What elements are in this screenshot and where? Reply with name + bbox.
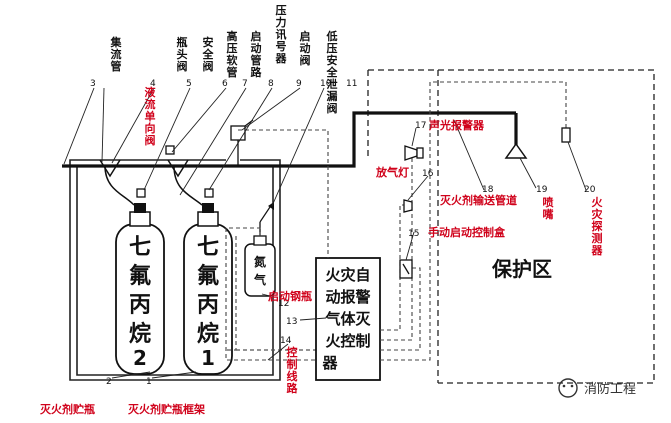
watermark-text: 消防工程	[584, 381, 636, 397]
label-protected-zone: 保护区	[491, 257, 552, 281]
label-bottle-valve: 瓶头阀	[177, 35, 188, 73]
label-alarm: 声光报警器	[428, 118, 485, 132]
num-11: 11	[346, 79, 357, 89]
num-3: 3	[90, 79, 96, 89]
bottle-1-number: 1	[201, 346, 215, 370]
label-hp-hose: 高压软管	[227, 29, 239, 79]
num-2: 2	[106, 377, 112, 387]
num-1: 1	[146, 377, 152, 387]
nozzle-icon	[504, 142, 528, 159]
part-numbers: 3 4 5 6 7 8 9 10 11 2 1 12 13 14 15 16 1…	[90, 79, 596, 387]
num-9: 9	[296, 79, 302, 89]
num-15: 15	[408, 229, 419, 239]
agent-bottle-2: 七 氟 丙 烷 2	[115, 203, 165, 375]
sound-light-alarm-icon	[404, 145, 424, 161]
nitrogen-text-1: 氮	[254, 254, 266, 269]
num-19: 19	[536, 185, 548, 195]
label-manual-box: 手动启动控制盒	[428, 225, 506, 239]
num-10: 10	[320, 79, 332, 89]
num-13: 13	[286, 317, 297, 327]
num-18: 18	[482, 185, 494, 195]
label-safety-valve: 安全阀	[202, 35, 215, 73]
label-delivery-pipe: 灭火剂输送管道	[439, 193, 517, 207]
controller-box: 火灾自 动报警 气体灭 火控制 器	[315, 257, 381, 381]
controller-text-5: 器	[321, 354, 338, 372]
nitrogen-text-2: 气	[253, 272, 266, 287]
num-4: 4	[150, 79, 156, 89]
label-start-pipe: 启动管路	[251, 29, 263, 79]
leader-lines	[63, 87, 587, 379]
vertical-labels: 集流管液流单向阀瓶头阀安全阀高压软管启动管路压力讯号器启动阀低压安全泄漏阀喷嘴火…	[110, 3, 604, 395]
bottle-1-text-1: 七	[197, 235, 219, 260]
controller-text-2: 动报警	[325, 288, 370, 306]
release-lamp-icon	[403, 199, 413, 213]
bottle-1-text-4: 烷	[197, 321, 219, 347]
bottle-2-text-1: 七	[129, 235, 151, 260]
num-17: 17	[415, 121, 426, 131]
num-14: 14	[280, 336, 292, 346]
label-release-lamp: 放气灯	[375, 165, 409, 179]
start-cylinder: 氮 气	[244, 202, 276, 297]
start-pipe	[224, 236, 322, 351]
bottle-2-text-4: 烷	[129, 321, 151, 347]
agent-bottle-1: 七 氟 丙 烷 1	[183, 203, 233, 375]
label-start-valve: 启动阀	[300, 29, 311, 67]
wechat-icon	[558, 378, 578, 398]
num-7: 7	[242, 79, 248, 89]
num-16: 16	[422, 169, 434, 179]
bottle-2-number: 2	[133, 346, 147, 370]
pressure-switch	[230, 119, 254, 166]
fire-detector-icon	[561, 127, 571, 143]
num-12: 12	[278, 299, 289, 309]
bottle-2-text-2: 氟	[129, 263, 151, 289]
controller-text-4: 火控制	[325, 332, 370, 350]
label-lp-relief: 低压安全泄漏阀	[326, 29, 339, 115]
bottle-1-text-2: 氟	[197, 263, 219, 289]
manual-start-box-icon	[399, 259, 413, 279]
controller-text-1: 火灾自	[325, 266, 370, 284]
watermark: 消防工程	[558, 378, 636, 398]
label-manifold: 集流管	[110, 35, 123, 73]
label-ctrl-line: 控制线路	[287, 345, 299, 395]
protected-zone-boundary	[367, 69, 655, 384]
bottle-2-text-3: 丙	[129, 293, 151, 318]
controller-text-3: 气体灭	[324, 310, 371, 328]
hp-hoses	[99, 159, 203, 206]
label-fire-detector: 火灾探测器	[591, 196, 604, 257]
label-bottle-frame: 灭火剂贮瓶框架	[127, 402, 205, 416]
num-5: 5	[186, 79, 192, 89]
bottle-1-text-3: 丙	[197, 293, 219, 318]
num-6: 6	[222, 79, 228, 89]
label-pressure-switch: 压力讯号器	[275, 3, 288, 65]
num-8: 8	[268, 79, 274, 89]
label-check-valve: 液流单向阀	[145, 85, 157, 147]
label-agent-bottle: 灭火剂贮瓶	[39, 402, 95, 416]
label-nozzle: 喷嘴	[543, 195, 554, 221]
num-20: 20	[584, 185, 596, 195]
label-start-cylinder: 启动钢瓶	[268, 289, 312, 303]
